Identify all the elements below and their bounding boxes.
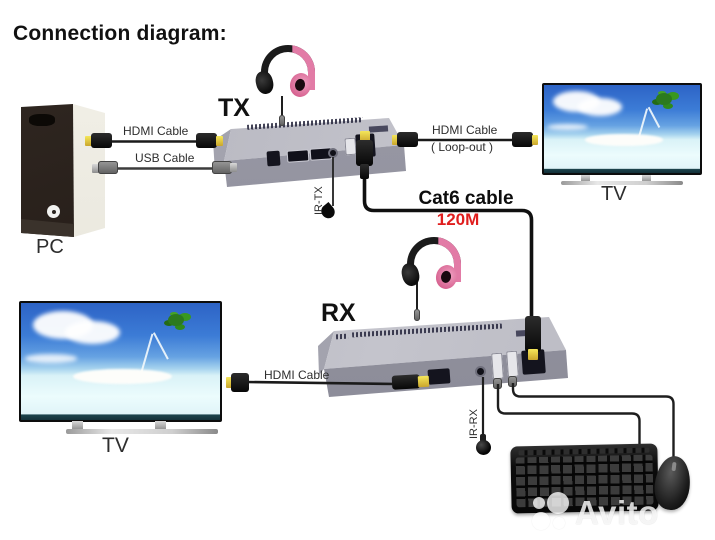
hdmi-plug-tip [226,377,232,388]
hdmi-plug [391,374,421,390]
cat6-cable-line [362,174,534,322]
avito-logo-icon [531,492,571,534]
watermark-text: Avito [575,494,659,531]
tv-leg [155,421,166,430]
palm-tree-icon [655,92,672,105]
tv-leg [642,175,651,182]
mouse-usb-cable-line [511,383,675,463]
hdmi-plug-tip [85,136,92,146]
hdmi-plug [91,133,112,148]
ir-rx-label: IR-RX [468,409,480,439]
rx-hdmi-cable-line [245,380,399,386]
tv-screen-beach-image [21,303,220,420]
usb-plug-tip [230,163,237,172]
hdmi-plug-tip [417,375,430,388]
tv-stand [66,429,218,434]
hdmi-plug [196,133,217,148]
pc-label: PC [36,236,64,258]
tv-leg [72,421,83,430]
rj45-plug [356,140,373,166]
rx-hdmi-cable-label: HDMI Cable [264,368,330,382]
keyboard-usb-cable-line [496,384,641,450]
pc-power-button-icon [47,205,60,218]
palm-tree-icon [168,313,185,326]
sand-island [72,368,173,384]
tv-leg [581,175,590,182]
sand-island [584,134,663,146]
pc-hdmi-cable-label: HDMI Cable [123,124,189,138]
page-title: Connection diagram: [13,22,227,45]
rx-usb-plug-1 [493,378,502,389]
rj45-plug-tip [528,349,538,360]
usb-plug [212,161,232,174]
watermark: Avito [531,492,659,534]
hdmi-plug [231,373,249,392]
ir-rx-neck [480,434,486,442]
rx-usb-plug-2 [508,376,517,387]
tv-bottom-label: TV [102,434,129,457]
ir-tx-label: IR-TX [313,186,325,215]
cat6-distance-label: 120M [436,210,480,229]
ir-rx-receiver-icon [476,440,491,455]
usb-plug [98,161,118,174]
rx-label: RX [321,299,356,327]
audio-plug [279,115,285,126]
pc-usb-cable-label: USB Cable [135,151,195,165]
rx-headphones-icon [399,236,461,291]
rj45-plug [525,316,541,352]
tv-stand [561,181,683,185]
usb-plug-tip [92,164,99,173]
loopout-cable-sublabel: ( Loop-out ) [431,140,494,154]
pc-drive-bay [29,114,55,126]
tv-frame [19,301,222,422]
tv-screen-beach-image [544,85,700,173]
hdmi-plug [512,132,533,147]
rx-ir-jack [477,368,484,375]
tv-frame [542,83,702,175]
cat6-cable-label: Cat6 cable [418,188,514,209]
loopout-cable-label: HDMI Cable [432,123,498,137]
audio-plug [414,309,420,321]
tx-ir-jack [330,150,336,156]
hdmi-plug-tip [216,136,223,146]
rj45-plug-boot [360,164,369,179]
hdmi-plug-tip [532,135,538,145]
tx-headphones-icon [253,44,315,99]
hdmi-plug-tip [392,135,398,145]
tx-label: TX [218,94,250,122]
hdmi-plug [397,132,418,147]
rj45-plug-tip [360,131,370,142]
tv-top-label: TV [601,183,627,205]
